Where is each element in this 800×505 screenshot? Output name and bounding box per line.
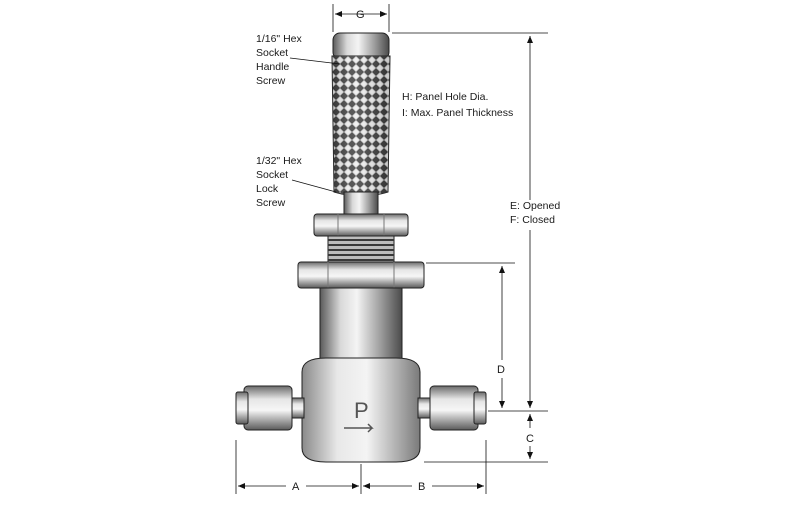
- callout-line: Handle: [256, 61, 289, 73]
- valve-illustration: P: [235, 32, 487, 463]
- body-logo: P: [354, 398, 369, 423]
- callout-line: Socket: [256, 47, 288, 59]
- lock-screw-leader: [291, 179, 337, 193]
- lock-screw-callout: 1/32" Hex Socket Lock Screw: [256, 155, 303, 209]
- legend-e: E: Opened: [510, 200, 560, 212]
- callout-line: Screw: [256, 197, 286, 209]
- handle-screw-leader: [289, 57, 341, 65]
- dim-a-label: A: [292, 481, 300, 493]
- dim-d-label: D: [497, 364, 505, 376]
- legend-f: F: Closed: [510, 214, 555, 226]
- callout-line: 1/32" Hex: [256, 155, 303, 167]
- flow-arrow-icon: [344, 423, 374, 433]
- handle-screw-callout: 1/16" Hex Socket Handle Screw: [256, 33, 303, 87]
- legend-h: H: Panel Hole Dia.: [402, 91, 488, 103]
- callout-line: 1/16" Hex: [256, 33, 303, 45]
- dimension-lines: [235, 4, 548, 494]
- dim-c-label: C: [526, 433, 534, 445]
- callout-line: Socket: [256, 169, 288, 181]
- callout-line: Lock: [256, 183, 279, 195]
- dim-b-label: B: [418, 481, 425, 493]
- callout-line: Screw: [256, 75, 286, 87]
- dim-g-label: G: [356, 9, 365, 21]
- legend-i: I: Max. Panel Thickness: [402, 107, 513, 119]
